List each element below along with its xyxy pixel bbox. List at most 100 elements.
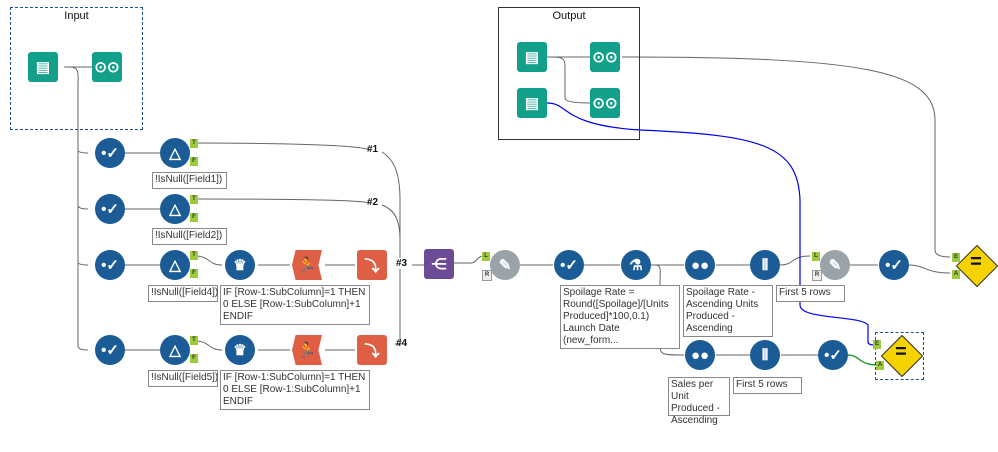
actual-anchor[interactable]: A (952, 270, 960, 279)
filter-annotation-3: !IsNull([Field4]) (148, 285, 218, 302)
filter-tool-4[interactable]: △ (160, 335, 190, 365)
select-tool-2[interactable]: •✓ (95, 194, 125, 224)
multi-row-formula-tool-1[interactable]: ♛ (225, 250, 255, 280)
filter-tool-3[interactable]: △ (160, 250, 190, 280)
select-tool-7[interactable]: •✓ (818, 340, 848, 370)
checkmark-icon: •✓ (824, 347, 842, 364)
book-icon: ▤ (524, 95, 540, 112)
multi-row-annotation-1: IF [Row-1:SubColumn]=1 THEN 0 ELSE [Row-… (220, 285, 370, 325)
multi-row-icon: ♛ (233, 257, 247, 274)
transpose-tool-2[interactable]: ⤵ (357, 335, 387, 365)
left-anchor[interactable]: L (812, 252, 820, 261)
actual-anchor[interactable]: A (876, 361, 884, 370)
sample-annotation-2: First 5 rows (733, 377, 802, 394)
checkmark-icon: •✓ (101, 257, 119, 274)
expected-anchor[interactable]: E (873, 340, 881, 349)
true-anchor[interactable]: T (190, 195, 198, 204)
sample-tool-2[interactable]: ⫴ (750, 340, 780, 370)
left-anchor[interactable]: L (482, 252, 490, 261)
right-anchor[interactable]: R (482, 270, 492, 281)
false-anchor[interactable]: F (190, 157, 198, 166)
output-container-title: Output (552, 10, 586, 22)
wireless-tag-2: #2 (367, 197, 379, 208)
transpose-tool-1[interactable]: ⤵ (357, 250, 387, 280)
checkmark-icon: •✓ (101, 342, 119, 359)
checkmark-icon: •✓ (101, 201, 119, 218)
output-container[interactable]: Output (498, 7, 640, 140)
multi-row-annotation-2: IF [Row-1:SubColumn]=1 THEN 0 ELSE [Row-… (220, 370, 370, 410)
filter-tool-1[interactable]: △ (160, 138, 190, 168)
false-anchor[interactable]: F (190, 213, 198, 222)
test-tubes-icon: ⫴ (761, 346, 769, 364)
select-tool-4[interactable]: •✓ (95, 335, 125, 365)
select-tool-3[interactable]: •✓ (95, 250, 125, 280)
union-icon: ⋲ (431, 256, 447, 273)
select-tool-1[interactable]: •✓ (95, 138, 125, 168)
filter-annotation-1: !IsNull([Field1]) (152, 172, 227, 189)
filter-annotation-2: !IsNull([Field2]) (152, 228, 227, 245)
filter-annotation-4: !IsNull([Field5]) (148, 370, 218, 387)
filter-prism-icon: △ (169, 257, 181, 274)
input-data-tool[interactable]: ▤ (28, 52, 58, 82)
join-icon: ✎ (498, 257, 512, 274)
binoculars-icon: ⊙⊙ (592, 95, 618, 112)
select-tool-6[interactable]: •✓ (879, 250, 909, 280)
binoculars-icon: ⊙⊙ (592, 49, 618, 66)
sample-tool-1[interactable]: ⫴ (750, 250, 780, 280)
equals-icon: = (970, 251, 982, 273)
sort-annotation-1: Spoilage Rate - Ascending Units Produced… (683, 285, 773, 337)
run-tool-1[interactable]: 🏃 (292, 250, 322, 280)
wireless-tag-4: #4 (396, 338, 408, 349)
true-anchor[interactable]: T (190, 336, 198, 345)
join-icon: ✎ (828, 257, 842, 274)
selected-test-tool-box[interactable] (875, 332, 924, 380)
book-icon: ▤ (35, 59, 51, 76)
multi-row-formula-tool-2[interactable]: ♛ (225, 335, 255, 365)
filter-prism-icon: △ (169, 201, 181, 218)
transpose-icon: ⤵ (364, 342, 380, 360)
select-tool-5[interactable]: •✓ (554, 250, 584, 280)
run-tool-2[interactable]: 🏃 (292, 335, 322, 365)
false-anchor[interactable]: F (190, 269, 198, 278)
output-browse-tool-2[interactable]: ⊙⊙ (590, 88, 620, 118)
output-browse-tool-1[interactable]: ⊙⊙ (590, 42, 620, 72)
true-anchor[interactable]: T (190, 251, 198, 260)
formula-annotation: Spoilage Rate = Round([Spoilage]/[Units … (560, 285, 680, 349)
wireless-tag-1: #1 (367, 144, 379, 155)
input-container[interactable]: Input (10, 7, 143, 130)
checkmark-icon: •✓ (101, 145, 119, 162)
filter-prism-icon: △ (169, 342, 181, 359)
equals-icon: = (895, 341, 907, 363)
union-tool[interactable]: ⋲ (424, 249, 454, 279)
running-man-icon: 🏃 (297, 342, 317, 359)
join-tool-1[interactable]: ✎ (490, 250, 520, 280)
sample-annotation-1: First 5 rows (776, 285, 845, 302)
output-input-data-tool-2[interactable]: ▤ (517, 88, 547, 118)
flask-icon: ⚗ (629, 257, 643, 274)
output-input-data-tool-1[interactable]: ▤ (517, 42, 547, 72)
multi-row-icon: ♛ (233, 342, 247, 359)
sort-icon: ●● (690, 256, 710, 274)
sort-tool-2[interactable]: ●● (685, 340, 715, 370)
sort-icon: ●● (690, 346, 710, 364)
checkmark-icon: •✓ (885, 257, 903, 274)
filter-tool-2[interactable]: △ (160, 194, 190, 224)
filter-prism-icon: △ (169, 145, 181, 162)
binoculars-icon: ⊙⊙ (94, 59, 120, 76)
checkmark-icon: •✓ (560, 257, 578, 274)
true-anchor[interactable]: T (190, 139, 198, 148)
book-icon: ▤ (524, 49, 540, 66)
running-man-icon: 🏃 (297, 257, 317, 274)
right-anchor[interactable]: R (812, 270, 822, 281)
formula-tool[interactable]: ⚗ (621, 250, 651, 280)
expected-anchor[interactable]: E (952, 253, 960, 262)
transpose-icon: ⤵ (364, 257, 380, 275)
browse-tool[interactable]: ⊙⊙ (92, 52, 122, 82)
join-tool-2[interactable]: ✎ (820, 250, 850, 280)
sort-annotation-2: Sales per Unit Produced - Ascending (668, 377, 730, 426)
input-container-title: Input (64, 10, 89, 22)
sort-tool-1[interactable]: ●● (685, 250, 715, 280)
false-anchor[interactable]: F (190, 354, 198, 363)
test-tubes-icon: ⫴ (761, 256, 769, 274)
